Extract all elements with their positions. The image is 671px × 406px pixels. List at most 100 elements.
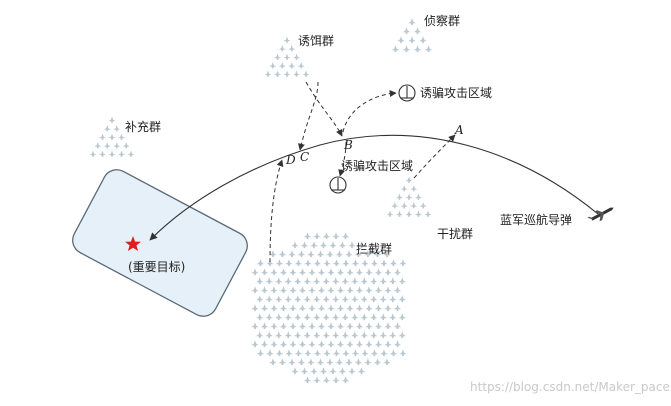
drone-icon <box>370 259 379 267</box>
drone-icon <box>374 322 383 330</box>
watermark: https://blog.csdn.net/Maker_pace <box>470 380 670 394</box>
drone-icon <box>379 295 387 303</box>
drone-icon <box>341 376 350 384</box>
drone-icon <box>360 295 368 303</box>
drone-icon <box>103 125 111 132</box>
drone-icon <box>384 286 392 294</box>
drone-icon <box>298 322 307 330</box>
drone-icon <box>302 70 310 78</box>
drone-icon <box>322 376 331 384</box>
dashed-paths <box>269 81 456 263</box>
drone-icon <box>297 250 306 258</box>
drone-icon <box>341 295 349 303</box>
drone-icon <box>351 295 359 303</box>
drone-icon <box>379 313 387 321</box>
drone-icon <box>361 349 369 357</box>
drone-icon <box>413 27 422 35</box>
drone-icon <box>278 358 287 366</box>
drone-icon <box>307 250 315 258</box>
drone-icon <box>341 232 350 240</box>
drone-icon <box>336 304 345 312</box>
supplement-group-label: 补充群 <box>125 119 161 134</box>
drone-icon <box>365 322 373 330</box>
drone-icon <box>351 313 359 321</box>
drone-icon <box>346 340 354 348</box>
drone-icon <box>322 277 330 285</box>
drone-icon <box>303 376 312 384</box>
drone-icon <box>308 268 316 276</box>
drone-icon <box>313 349 322 357</box>
drone-icon <box>113 142 121 149</box>
drone-icon <box>251 268 259 276</box>
drone-icon <box>310 241 318 249</box>
drone-icon <box>94 142 102 149</box>
drone-icon <box>410 185 418 192</box>
drone-icon <box>300 241 309 249</box>
drone-icon <box>317 322 326 330</box>
drone-icon <box>275 259 284 267</box>
drone-icon <box>332 313 340 321</box>
drone-icon <box>284 313 292 321</box>
drone-icon <box>289 304 297 312</box>
drone-icon <box>327 304 335 312</box>
drone-icon <box>300 367 309 375</box>
missile-trajectory <box>149 134 599 241</box>
drone-icon <box>303 277 311 285</box>
drone-icon <box>323 259 331 267</box>
drone-icon <box>374 268 383 276</box>
drone-icon <box>270 268 278 276</box>
drone-icon <box>391 45 400 53</box>
drone-icon <box>113 125 121 132</box>
drone-icon <box>332 349 341 357</box>
drone-icon <box>391 202 399 209</box>
drone-icon <box>298 286 307 294</box>
drone-icon <box>103 142 111 149</box>
point-b-label: B <box>343 138 353 152</box>
drone-icon <box>327 268 335 276</box>
drone-icon <box>419 202 427 209</box>
drone-icon <box>332 295 340 303</box>
drone-icon <box>338 241 347 249</box>
drone-icon <box>374 304 383 312</box>
drone-icon <box>89 150 97 158</box>
drone-icon <box>384 304 392 312</box>
drone-icon <box>256 313 264 321</box>
drone-icon <box>360 277 368 285</box>
drone-icon <box>313 331 321 339</box>
drone-icon <box>298 340 307 348</box>
drone-icon <box>285 349 293 357</box>
drone-icon <box>278 250 287 258</box>
drone-icon <box>297 62 305 69</box>
drone-icon <box>265 331 273 339</box>
drone-icon <box>288 45 296 52</box>
drone-icon <box>345 250 353 258</box>
drone-icon <box>319 241 328 249</box>
decoy-to-b-path <box>305 81 343 137</box>
drone-icon <box>256 349 265 357</box>
drone-icon <box>336 340 345 348</box>
drone-icon <box>108 133 116 141</box>
drone-icon <box>408 36 416 44</box>
drone-icon <box>327 340 335 348</box>
drone-icon <box>351 259 360 267</box>
drone-icon <box>389 313 397 321</box>
drone-icon <box>274 53 281 61</box>
drone-icon <box>341 277 349 285</box>
drone-icon <box>99 150 106 158</box>
drone-icon <box>335 358 344 366</box>
drone-icon <box>319 367 328 375</box>
drone-icon <box>327 322 335 330</box>
drone-icon <box>269 358 277 366</box>
drone-icon <box>251 340 259 348</box>
drone-icon <box>419 36 427 44</box>
drone-icon <box>355 340 364 348</box>
drone-icon <box>361 259 369 267</box>
drone-icon <box>374 340 383 348</box>
drone-icon <box>405 210 413 218</box>
drone-icon <box>354 358 363 366</box>
drone-icon <box>345 358 353 366</box>
drone-icon <box>383 358 391 366</box>
drone-icon <box>380 259 388 267</box>
drone-icon <box>297 358 306 366</box>
